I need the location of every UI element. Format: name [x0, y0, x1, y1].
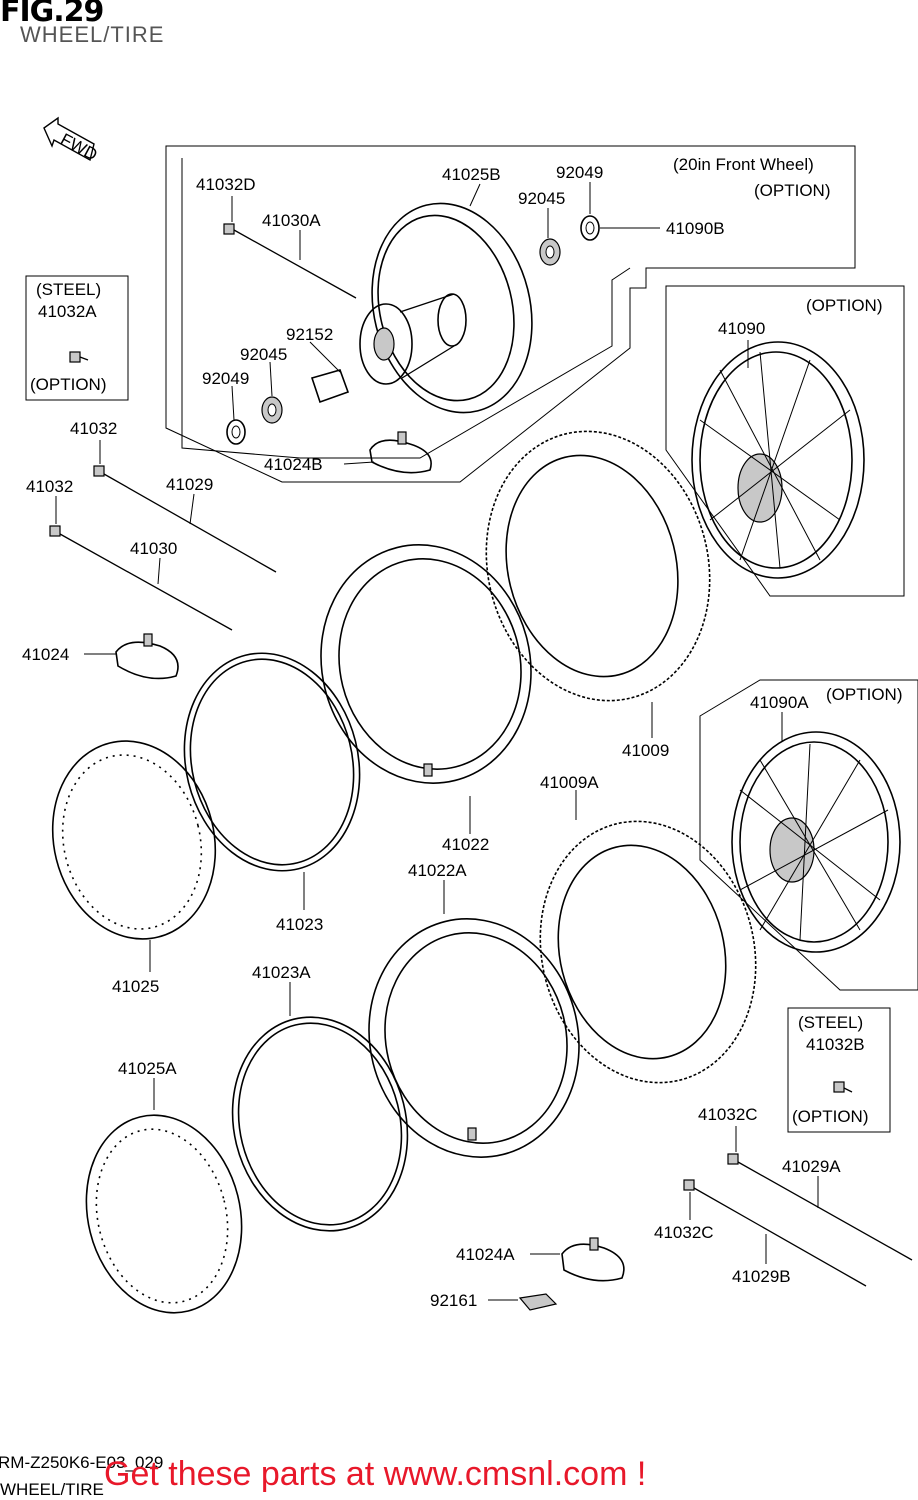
label-41032c-lower: 41032C [654, 1223, 714, 1242]
option-box-41090 [665, 285, 905, 597]
spoke-41029a-shape [737, 1161, 913, 1261]
front-option-box [165, 145, 856, 483]
rim-tape-41024a-shape [561, 1237, 625, 1282]
label-41030: 41030 [130, 539, 177, 558]
rim-41025-shape [51, 740, 217, 940]
diagram-code: RM-Z250K6-E03_029 [0, 1453, 164, 1472]
label-41090: 41090 [718, 319, 765, 338]
label-41024: 41024 [22, 645, 69, 664]
label-41030a: 41030A [262, 211, 321, 230]
label-41032d: 41032D [196, 175, 256, 194]
bolt-41032a-icon [69, 351, 89, 363]
wheel-41090a-shape [731, 731, 901, 953]
steel-b-line1: (STEEL) [798, 1013, 863, 1032]
tube-41022a-shape [368, 918, 580, 1158]
steel-b-line2: 41032B [806, 1035, 865, 1054]
bolt-41032-lower-icon [49, 525, 61, 537]
bolt-41032c-upper-icon [727, 1153, 739, 1165]
spoke-41030-shape [59, 533, 233, 631]
bolt-41032-upper-icon [93, 465, 105, 477]
tube-41022-shape [320, 544, 532, 784]
rim-band-41023-shape [183, 652, 361, 872]
rim-41025a-shape [85, 1114, 243, 1314]
label-41022: 41022 [442, 835, 489, 854]
seal-92049a-shape [580, 215, 600, 241]
label-41024a: 41024A [456, 1245, 515, 1264]
fwd-arrow-icon: FWD [43, 116, 101, 165]
seal-92049b-shape [226, 419, 246, 445]
tire-41009-shape [485, 430, 711, 702]
rim-tape-41024b-shape [369, 431, 432, 474]
label-41023: 41023 [276, 915, 323, 934]
label-41009: 41009 [622, 741, 669, 760]
label-41032c-upper: 41032C [698, 1105, 758, 1124]
label-41024b: 41024B [264, 455, 323, 474]
wheel-41090-shape [691, 341, 865, 579]
steel-box-b [787, 1007, 891, 1133]
steel-a-line3: (OPTION) [30, 375, 107, 394]
label-41022a: 41022A [408, 861, 467, 880]
promo-link[interactable]: Get these parts at www.cmsnl.com ! [104, 1455, 647, 1493]
steel-a-line1: (STEEL) [36, 280, 101, 299]
label-41025a: 41025A [118, 1059, 177, 1078]
rim-41025b-shape [371, 202, 533, 414]
front-option-line1: (20in Front Wheel) [673, 155, 814, 174]
label-41090a: 41090A [750, 693, 809, 712]
spoke-41029b-shape [693, 1187, 867, 1287]
steel-a-line2: 41032A [38, 302, 97, 321]
option-box-41090a [699, 679, 918, 991]
label-92049-lower: 92049 [202, 369, 249, 388]
bolt-41032c-lower-icon [683, 1179, 695, 1191]
rim-tape-41024-shape [115, 633, 179, 680]
option-41090-label: (OPTION) [806, 296, 883, 315]
steel-b-line3: (OPTION) [792, 1107, 869, 1126]
figure-subtitle: WHEEL/TIRE [20, 22, 165, 47]
label-41032-lower: 41032 [26, 477, 73, 496]
leader-lines [55, 182, 819, 1301]
bearing-92045a-shape [539, 238, 561, 266]
label-92049-upper: 92049 [556, 163, 603, 182]
rim-band-41023a-shape [231, 1016, 409, 1232]
label-41029: 41029 [166, 475, 213, 494]
label-41025b: 41025B [442, 165, 501, 184]
fwd-label: FWD [57, 130, 100, 165]
spoke-41030a-shape [223, 223, 357, 299]
label-41009a: 41009A [540, 773, 599, 792]
label-41090b: 41090B [666, 219, 725, 238]
spacer-92152-shape [310, 369, 350, 404]
label-41029b: 41029B [732, 1267, 791, 1286]
diagram-code-subtitle: WHEEL/TIRE [0, 1480, 104, 1499]
option-41090a-label: (OPTION) [826, 685, 903, 704]
label-92045-lower: 92045 [240, 345, 287, 364]
front-option-line2: (OPTION) [754, 181, 831, 200]
bearing-92045b-shape [261, 396, 283, 424]
label-92045-upper: 92045 [518, 189, 565, 208]
label-92161: 92161 [430, 1291, 477, 1310]
label-41029a: 41029A [782, 1157, 841, 1176]
figure-title: FIG.29 [0, 0, 104, 29]
weight-92161-shape [518, 1293, 558, 1311]
bolt-41032b-icon [833, 1081, 853, 1093]
tire-41009a-shape [539, 820, 757, 1084]
label-41032-upper: 41032 [70, 419, 117, 438]
steel-box-a [25, 275, 129, 401]
label-92152: 92152 [286, 325, 333, 344]
hub-front-option-shape [359, 293, 467, 385]
label-41025: 41025 [112, 977, 159, 996]
label-41023a: 41023A [252, 963, 311, 982]
